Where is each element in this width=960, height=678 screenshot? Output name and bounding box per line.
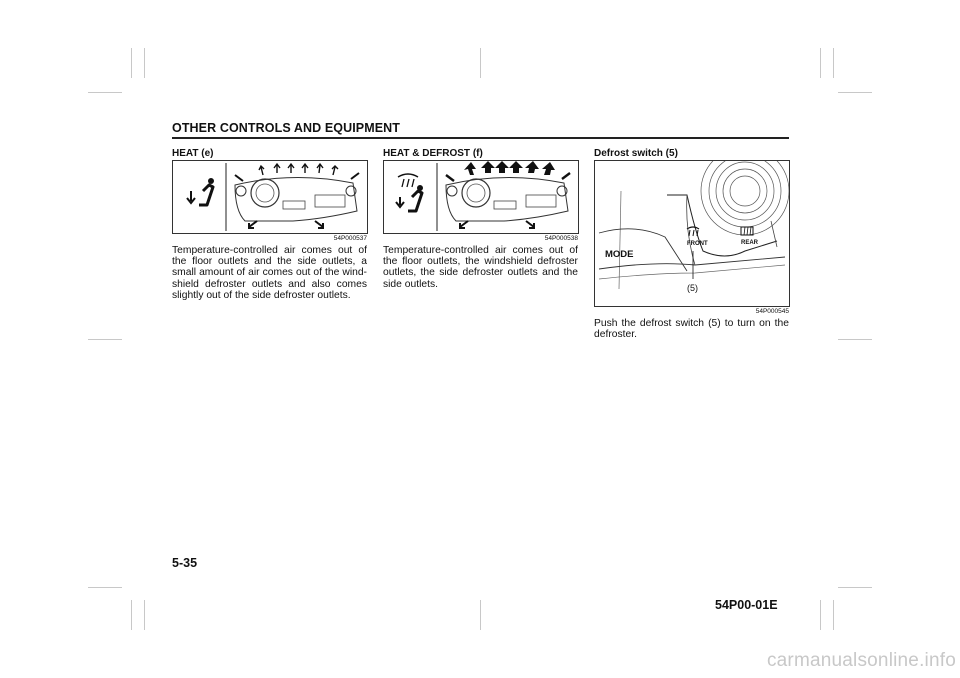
page-number: 5-35 — [172, 556, 198, 570]
crop-mark — [480, 600, 481, 630]
crop-mark — [838, 587, 872, 588]
crop-mark — [820, 48, 821, 78]
crop-mark — [131, 600, 132, 630]
callout-label: (5) — [687, 283, 698, 293]
figure-code: 54P000537 — [333, 235, 367, 242]
crop-mark — [838, 339, 872, 340]
heat-mode-figure — [172, 160, 368, 234]
heat-heading: HEAT (e) — [172, 148, 214, 159]
crop-mark — [833, 600, 834, 630]
rear-label: REAR — [741, 240, 759, 246]
figure-code: 54P000538 — [544, 235, 578, 242]
crop-mark — [820, 600, 821, 630]
front-label: FRONT — [687, 241, 708, 247]
heat-defrost-heading: HEAT & DEFROST (f) — [383, 148, 483, 159]
defrost-switch-description: Push the defrost switch (5) to turn on t… — [594, 318, 789, 341]
header-rule — [172, 137, 789, 139]
crop-mark — [838, 92, 872, 93]
crop-mark — [88, 92, 122, 93]
document-code: 54P00-01E — [715, 598, 778, 612]
crop-mark — [131, 48, 132, 78]
figure-code: 54P000545 — [755, 308, 789, 315]
crop-mark — [88, 587, 122, 588]
crop-mark — [833, 48, 834, 78]
defrost-switch-heading: Defrost switch (5) — [594, 148, 678, 159]
crop-mark — [88, 339, 122, 340]
heat-defrost-description: Temperature-controlled air comes out of … — [383, 245, 578, 290]
mode-label: MODE — [605, 249, 634, 260]
heat-description: Temperature-controlled air comes out of … — [172, 245, 367, 301]
crop-mark — [144, 600, 145, 630]
defrost-switch-figure: FRONT REAR MODE (5) — [594, 160, 790, 307]
section-title: OTHER CONTROLS AND EQUIPMENT — [172, 121, 401, 135]
watermark: carmanualsonline.info — [766, 650, 956, 671]
crop-mark — [480, 48, 481, 78]
heat-defrost-mode-figure — [383, 160, 579, 234]
crop-mark — [144, 48, 145, 78]
